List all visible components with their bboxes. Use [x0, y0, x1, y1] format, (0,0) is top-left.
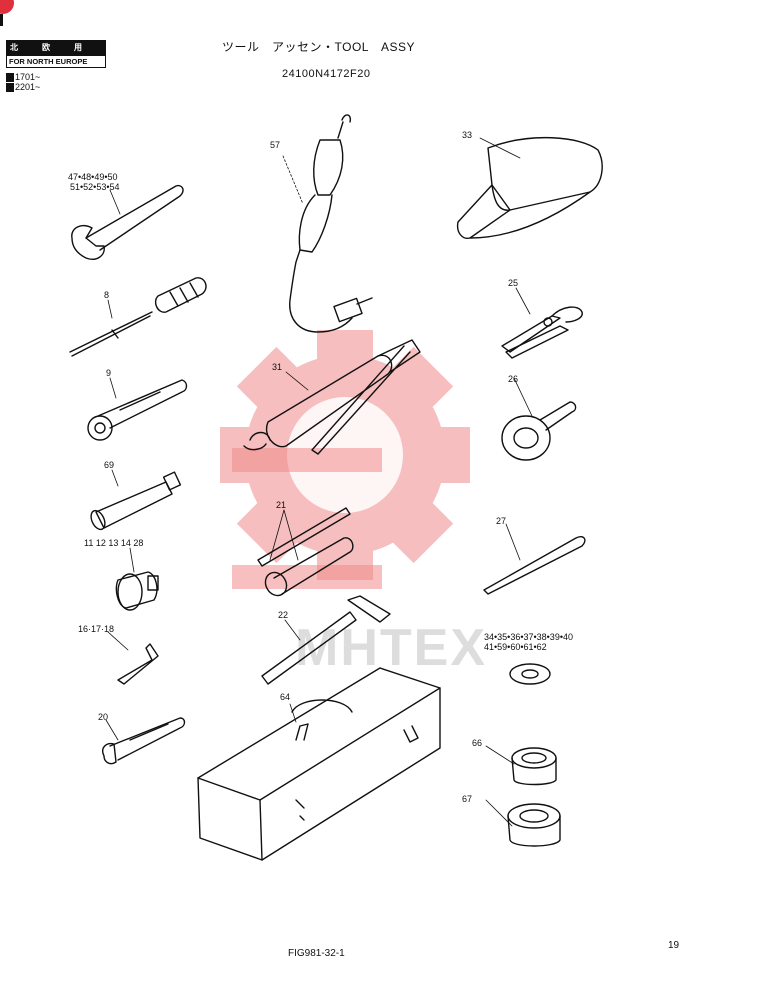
spanner-47 [71, 184, 184, 260]
cap-33 [456, 136, 603, 239]
region-block: 北 欧 用 FOR NORTH EUROPE 1701~ 2201~ [6, 40, 106, 93]
label-8: 8 [104, 290, 110, 300]
ring-nut-66 [511, 747, 557, 786]
label-69: 69 [104, 460, 115, 470]
label-67: 67 [462, 794, 473, 804]
label-41: 41•59•60•61•62 [484, 642, 547, 652]
label-51: 51•52•53•54 [70, 182, 120, 192]
region-line1: 北 欧 用 [6, 40, 106, 55]
leader-lines [105, 137, 533, 827]
label-9: 9 [106, 368, 112, 378]
work-lamp-57 [289, 114, 373, 333]
label-34: 34•35•36•37•38•39•40 [484, 632, 573, 642]
bar-27 [483, 536, 586, 595]
corner-marker [0, 0, 14, 14]
screwdriver-8 [69, 277, 207, 357]
t-handle-22 [261, 595, 391, 685]
page-number: 19 [668, 940, 680, 951]
ring-nut-67 [507, 803, 561, 847]
label-66: 66 [472, 738, 483, 748]
label-11: 11 12 13 14 28 [84, 538, 144, 548]
corner-bar [0, 14, 3, 26]
toolbox-64 [197, 667, 441, 861]
label-26: 26 [508, 374, 519, 384]
pliers-25 [501, 306, 583, 359]
page-title: ツール アッセン・TOOL ASSY [222, 40, 416, 54]
washer-34 [509, 663, 551, 685]
socket-11 [115, 571, 159, 611]
extension-69 [90, 471, 182, 531]
figure-number: FIG981-32-1 [288, 948, 345, 959]
label-31: 31 [272, 362, 283, 372]
label-21: 21 [276, 500, 287, 510]
grease-gun-31 [243, 339, 421, 455]
label-33: 33 [462, 130, 473, 140]
box-wrench-21 [257, 507, 354, 597]
label-64: 64 [280, 692, 291, 702]
region-line4: 2201~ [6, 82, 106, 93]
hex-key-16 [117, 643, 159, 685]
adjustable-wrench-20 [102, 717, 186, 765]
region-line2: FOR NORTH EUROPE [6, 55, 106, 68]
label-25: 25 [508, 278, 519, 288]
label-20: 20 [98, 712, 109, 722]
label-27: 27 [496, 516, 507, 526]
filter-wrench-26 [501, 401, 577, 461]
label-16: 16·17·18 [78, 624, 115, 634]
part-number: 24100N4172F20 [282, 68, 371, 80]
label-22: 22 [278, 610, 289, 620]
ratchet-9 [87, 379, 188, 441]
label-47: 47•48•49•50 [68, 172, 118, 182]
label-57: 57 [270, 140, 281, 150]
region-line3: 1701~ [6, 72, 106, 83]
